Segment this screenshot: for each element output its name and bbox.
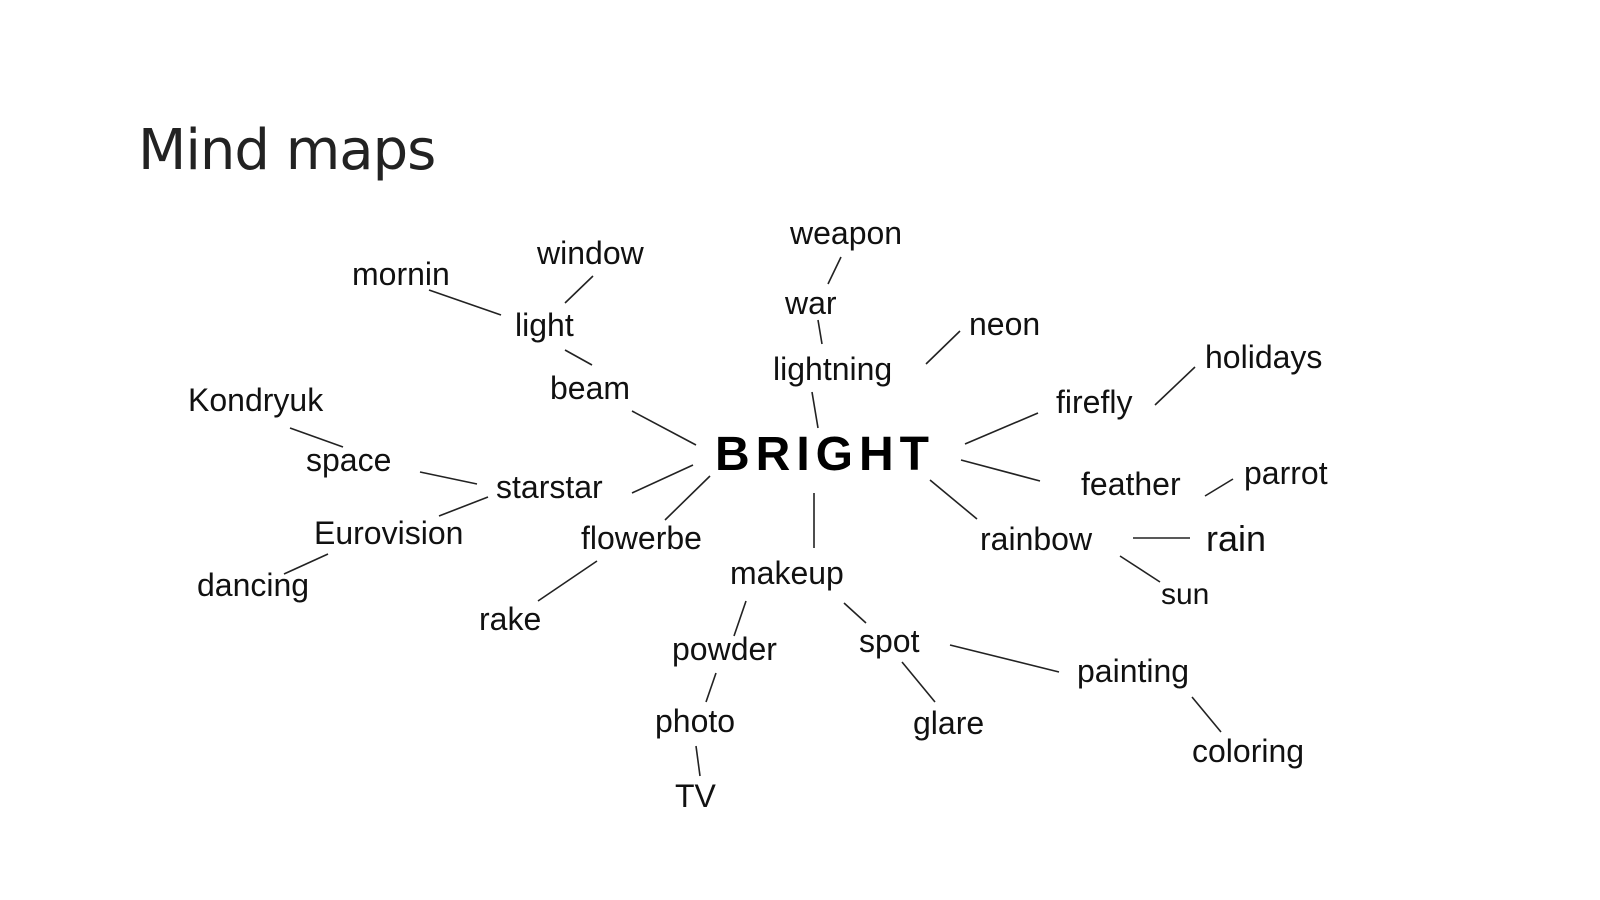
link-bright-flowerbe — [664, 475, 711, 521]
node-tv: TV — [675, 778, 716, 814]
link-rainbow-sun — [1119, 555, 1161, 583]
link-beam-light — [564, 349, 593, 366]
node-window: window — [537, 235, 644, 271]
link-flowerbe-rake — [537, 560, 598, 602]
node-holidays: holidays — [1205, 339, 1323, 375]
link-feather-parrot — [1204, 478, 1234, 497]
node-feather: feather — [1081, 466, 1181, 502]
link-eurovision-dancing — [283, 553, 329, 575]
node-war: war — [785, 285, 837, 321]
link-starstar-space — [419, 471, 478, 485]
node-firefly: firefly — [1056, 384, 1133, 420]
node-lightning: lightning — [773, 351, 893, 387]
link-lightning-war — [817, 319, 823, 345]
node-beam: beam — [550, 370, 631, 406]
node-space: space — [306, 442, 392, 478]
node-spot: spot — [859, 623, 920, 659]
slide-title: Mind maps — [138, 118, 436, 183]
link-spot-glare — [901, 661, 936, 703]
node-photo: photo — [655, 703, 736, 739]
node-kondryuk: Kondryuk — [188, 382, 324, 418]
node-makeup: makeup — [730, 555, 844, 591]
link-spot-painting — [949, 644, 1060, 673]
node-powder: powder — [672, 631, 777, 667]
link-lightning-neon — [925, 330, 961, 365]
node-dancing: dancing — [197, 567, 310, 603]
node-flowerbe: flowerbe — [581, 520, 702, 556]
link-bright-rainbow — [929, 479, 978, 520]
node-rain: rain — [1206, 518, 1267, 559]
link-photo-tv — [695, 745, 701, 777]
link-light-window — [564, 275, 594, 304]
node-coloring: coloring — [1192, 733, 1305, 769]
link-bright-firefly — [964, 412, 1039, 445]
link-painting-coloring — [1191, 696, 1222, 733]
node-mornin: mornin — [352, 256, 450, 292]
link-firefly-holidays — [1154, 366, 1196, 406]
link-powder-photo — [705, 672, 717, 703]
node-parrot: parrot — [1244, 455, 1328, 491]
link-starstar-eurovision — [438, 496, 489, 517]
link-bright-lightning — [811, 391, 819, 429]
node-glare: glare — [913, 705, 985, 741]
link-bright-starstar — [631, 464, 694, 494]
link-makeup-spot — [843, 602, 867, 624]
node-sun: sun — [1161, 578, 1210, 611]
central-node: BRIGHT — [715, 428, 935, 481]
node-light: light — [515, 307, 574, 343]
node-rake: rake — [479, 601, 542, 637]
link-light-mornin — [428, 289, 502, 316]
link-bright-beam — [631, 410, 697, 446]
link-space-kondryuk — [289, 427, 344, 448]
node-rainbow: rainbow — [980, 521, 1093, 557]
link-war-weapon — [827, 256, 842, 285]
link-makeup-powder — [733, 600, 747, 637]
node-eurovision: Eurovision — [314, 515, 464, 551]
node-starstar: starstar — [496, 469, 603, 505]
node-weapon: weapon — [790, 215, 903, 251]
node-neon: neon — [969, 306, 1041, 342]
node-painting: painting — [1077, 653, 1190, 689]
link-bright-feather — [960, 459, 1041, 482]
